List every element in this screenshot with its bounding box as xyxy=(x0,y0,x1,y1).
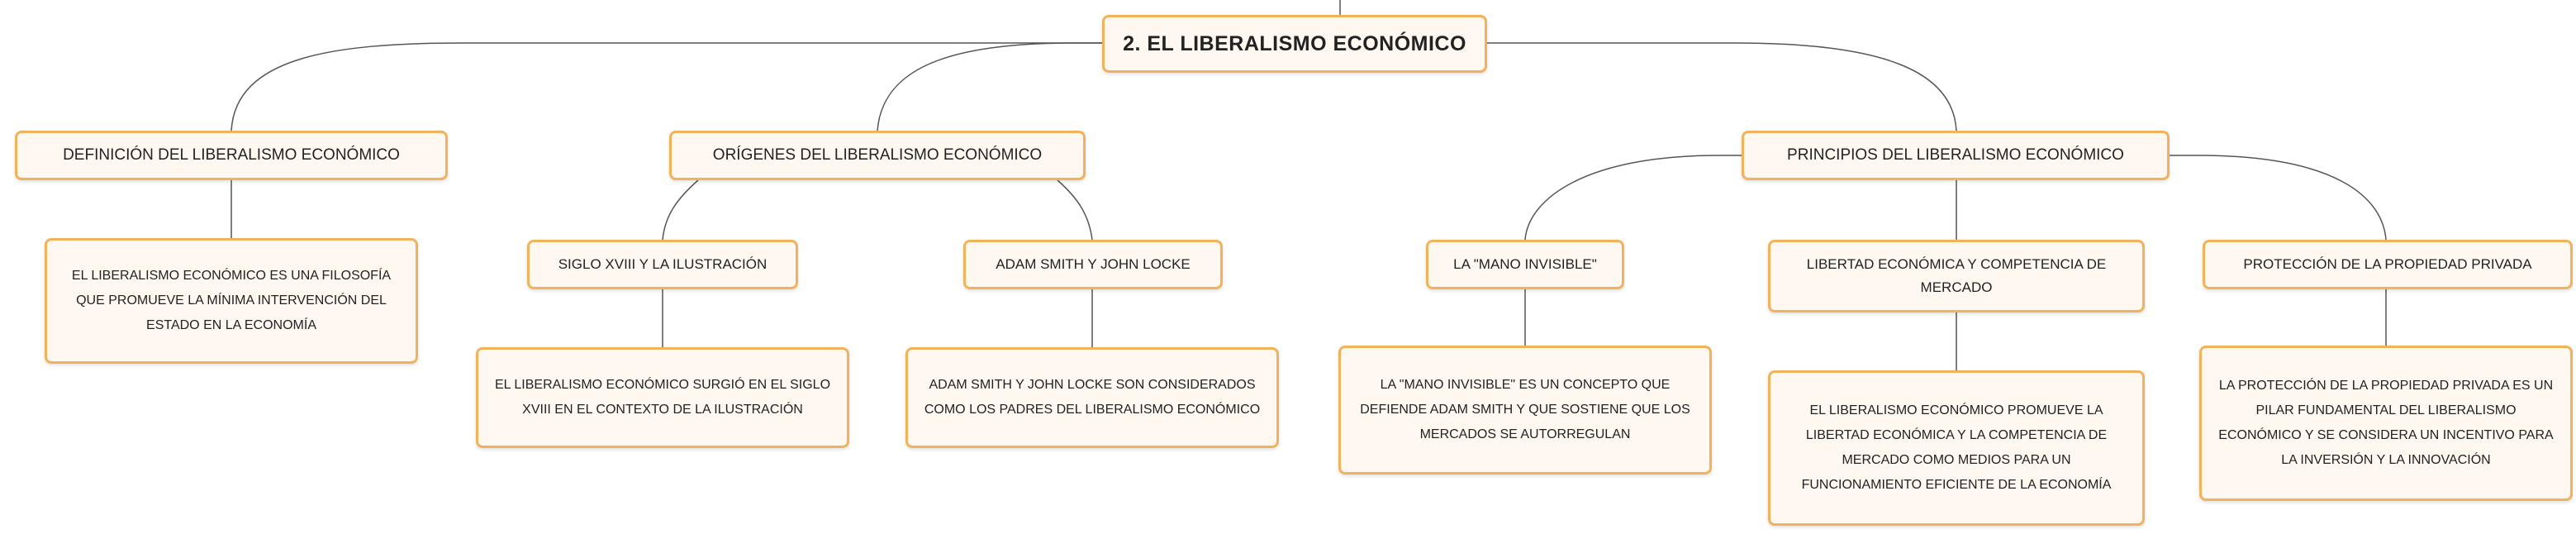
origenes-child-smith-detail-text: ADAM SMITH Y JOHN LOCKE SON CONSIDERADOS… xyxy=(924,378,1261,417)
origenes-child-siglo-detail-node[interactable]: EL LIBERALISMO ECONÓMICO SURGIÓ EN EL SI… xyxy=(476,347,849,448)
principios-child-propiedad-detail-node[interactable]: LA PROTECCIÓN DE LA PROPIEDAD PRIVADA ES… xyxy=(2199,346,2573,501)
principios-child-propiedad-detail-text: LA PROTECCIÓN DE LA PROPIEDAD PRIVADA ES… xyxy=(2218,379,2554,467)
principios-node[interactable]: PRINCIPIOS DEL LIBERALISMO ECONÓMICO xyxy=(1742,131,2170,180)
principios-label: PRINCIPIOS DEL LIBERALISMO ECONÓMICO xyxy=(1787,146,2124,164)
definicion-label: DEFINICIÓN DEL LIBERALISMO ECONÓMICO xyxy=(63,146,400,164)
principios-child-propiedad-label: PROTECCIÓN DE LA PROPIEDAD PRIVADA xyxy=(2243,256,2532,272)
principios-child-libertad-node[interactable]: LIBERTAD ECONÓMICA Y COMPETENCIA DE MERC… xyxy=(1768,240,2145,312)
origenes-child-siglo-node[interactable]: SIGLO XVIII Y LA ILUSTRACIÓN xyxy=(527,240,798,289)
connector-origenes-to-smith xyxy=(1057,179,1093,241)
connector-root-to-definicion xyxy=(231,42,1102,131)
origenes-child-smith-node[interactable]: ADAM SMITH Y JOHN LOCKE xyxy=(963,240,1223,289)
connector-origenes-to-siglo xyxy=(662,179,699,241)
principios-child-propiedad-node[interactable]: PROTECCIÓN DE LA PROPIEDAD PRIVADA xyxy=(2203,240,2573,289)
origenes-child-siglo-detail-text: EL LIBERALISMO ECONÓMICO SURGIÓ EN EL SI… xyxy=(494,378,831,417)
definicion-detail-text: EL LIBERALISMO ECONÓMICO ES UNA FILOSOFÍ… xyxy=(71,269,392,332)
root-label: 2. EL LIBERALISMO ECONÓMICO xyxy=(1123,31,1466,55)
connector-principios-to-mano xyxy=(1524,155,1742,241)
principios-child-libertad-detail-node[interactable]: EL LIBERALISMO ECONÓMICO PROMUEVE LA LIB… xyxy=(1768,370,2145,526)
definicion-node[interactable]: DEFINICIÓN DEL LIBERALISMO ECONÓMICO xyxy=(15,131,448,180)
principios-child-libertad-label: LIBERTAD ECONÓMICA Y COMPETENCIA DE MERC… xyxy=(1806,256,2107,295)
principios-child-libertad-detail-text: EL LIBERALISMO ECONÓMICO PROMUEVE LA LIB… xyxy=(1801,403,2112,492)
origenes-node[interactable]: ORÍGENES DEL LIBERALISMO ECONÓMICO xyxy=(669,131,1086,180)
definicion-detail-node[interactable]: EL LIBERALISMO ECONÓMICO ES UNA FILOSOFÍ… xyxy=(45,238,418,364)
principios-child-mano-node[interactable]: LA "MANO INVISIBLE" xyxy=(1426,240,1624,289)
connector-root-to-principios xyxy=(1487,42,1957,131)
connector-principios-to-propiedad xyxy=(2170,155,2387,241)
connector-root-to-origenes xyxy=(877,42,1102,131)
origenes-child-smith-label: ADAM SMITH Y JOHN LOCKE xyxy=(996,256,1191,272)
origenes-child-siglo-label: SIGLO XVIII Y LA ILUSTRACIÓN xyxy=(558,256,768,272)
origenes-child-smith-detail-node[interactable]: ADAM SMITH Y JOHN LOCKE SON CONSIDERADOS… xyxy=(905,347,1279,448)
principios-child-mano-detail-node[interactable]: LA "MANO INVISIBLE" ES UN CONCEPTO QUE D… xyxy=(1338,346,1712,475)
principios-child-mano-label: LA "MANO INVISIBLE" xyxy=(1453,256,1597,272)
origenes-label: ORÍGENES DEL LIBERALISMO ECONÓMICO xyxy=(712,146,1043,164)
principios-child-mano-detail-text: LA "MANO INVISIBLE" ES UN CONCEPTO QUE D… xyxy=(1360,378,1690,441)
root-node[interactable]: 2. EL LIBERALISMO ECONÓMICO xyxy=(1102,15,1487,73)
